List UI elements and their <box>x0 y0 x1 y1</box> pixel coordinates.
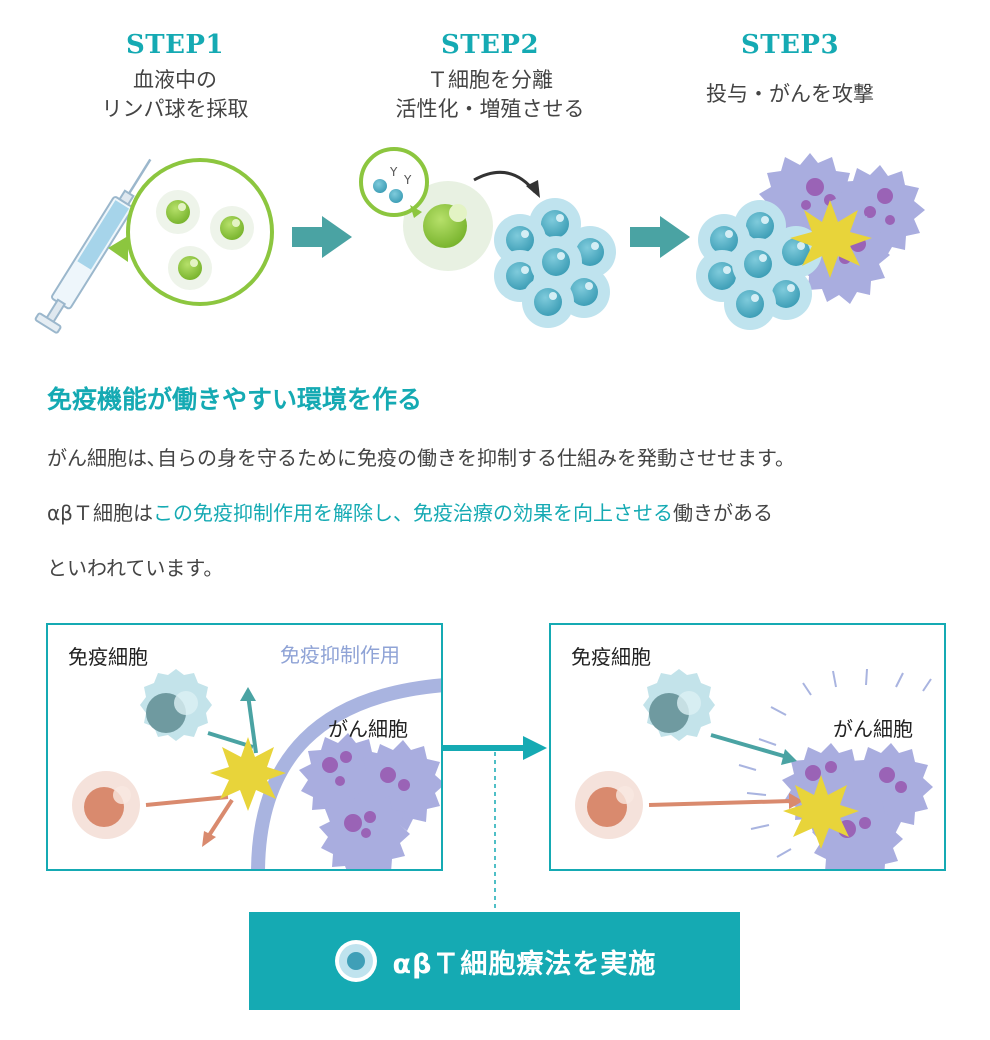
step1: STEP1 血液中の リンパ球を採取 <box>75 30 275 124</box>
step3: STEP3 投与・がんを攻撃 <box>660 30 920 109</box>
paragraph-line3: といわれています。 <box>47 556 224 580</box>
step2: STEP2 Ｔ細胞を分離 活性化・増殖させる <box>360 30 620 124</box>
paragraph-highlight: この免疫抑制作用を解除し、免疫治療の効果を向上させる <box>152 501 673 525</box>
step2-line2: 活性化・増殖させる <box>395 97 585 121</box>
step1-line2: リンパ球を採取 <box>101 97 249 121</box>
step1-label: STEP1 <box>125 30 225 60</box>
suppression-illustration <box>72 669 441 869</box>
panel-after: 免疫細胞 がん細胞 <box>549 623 946 871</box>
arrow-right-icon <box>630 216 690 258</box>
lymphocyte-magnifier <box>108 158 274 306</box>
paragraph-line2: αβＴ細胞はこの免疫抑制作用を解除し、免疫治療の効果を向上させる働きがある <box>47 497 773 526</box>
arrow-right-icon <box>292 216 352 258</box>
svg-text:Y: Y <box>403 173 412 187</box>
suppression-label: 免疫抑制作用 <box>280 643 400 667</box>
lymphocyte-cell <box>156 190 200 234</box>
step3-text: 投与・がんを攻撃 <box>660 80 920 109</box>
warm-cell <box>72 771 140 839</box>
paragraph-line1: がん細胞は､自らの身を守るために免疫の働きを抑制する仕組みを発動させせます。 <box>47 446 795 470</box>
therapy-banner: αβＴ細胞療法を実施 <box>249 912 740 1010</box>
immune-cell-label: 免疫細胞 <box>68 645 148 669</box>
burst-icon <box>210 737 286 811</box>
syringe-icon <box>34 158 152 334</box>
banner-text: αβＴ細胞療法を実施 <box>392 948 657 980</box>
burst-icon <box>790 200 872 278</box>
immune-cell <box>140 669 212 741</box>
step2-line1: Ｔ細胞を分離 <box>427 68 553 92</box>
section-heading: 免疫機能が働きやすい環境を作る <box>47 385 423 414</box>
step2-text: Ｔ細胞を分離 活性化・増殖させる <box>360 66 620 124</box>
paragraph-line2-c: 働きがある <box>672 501 773 525</box>
steps-illustration: Y Y <box>34 147 925 334</box>
immune-cell <box>643 669 715 741</box>
t-cell-separation: Y Y <box>359 147 540 271</box>
cancer-cell-label: がん細胞 <box>833 717 913 741</box>
paragraph-line2-a: αβＴ細胞は <box>47 501 153 525</box>
burst-icon <box>783 775 859 849</box>
step2-label: STEP2 <box>440 30 540 60</box>
attacking-t-cells <box>696 200 822 330</box>
proliferated-t-cells <box>494 198 616 328</box>
step1-line1: 血液中の <box>133 68 217 92</box>
step3-label: STEP3 <box>740 30 840 60</box>
cancer-cell-label: がん細胞 <box>328 717 408 741</box>
warm-cell <box>575 771 643 839</box>
svg-text:Y: Y <box>389 165 398 179</box>
cell-icon <box>334 940 377 982</box>
cancer-cell <box>299 733 441 869</box>
arrow-right-icon <box>523 736 547 760</box>
lymphocyte-cell <box>168 246 212 290</box>
step3-line1: 投与・がんを攻撃 <box>706 82 874 106</box>
panel-before: 免疫細胞 免疫抑制作用 がん細胞 <box>46 623 443 871</box>
lymphocyte-cell <box>210 206 254 250</box>
immune-cell-label: 免疫細胞 <box>571 645 651 669</box>
release-illustration <box>575 668 933 869</box>
step1-text: 血液中の リンパ球を採取 <box>75 66 275 124</box>
